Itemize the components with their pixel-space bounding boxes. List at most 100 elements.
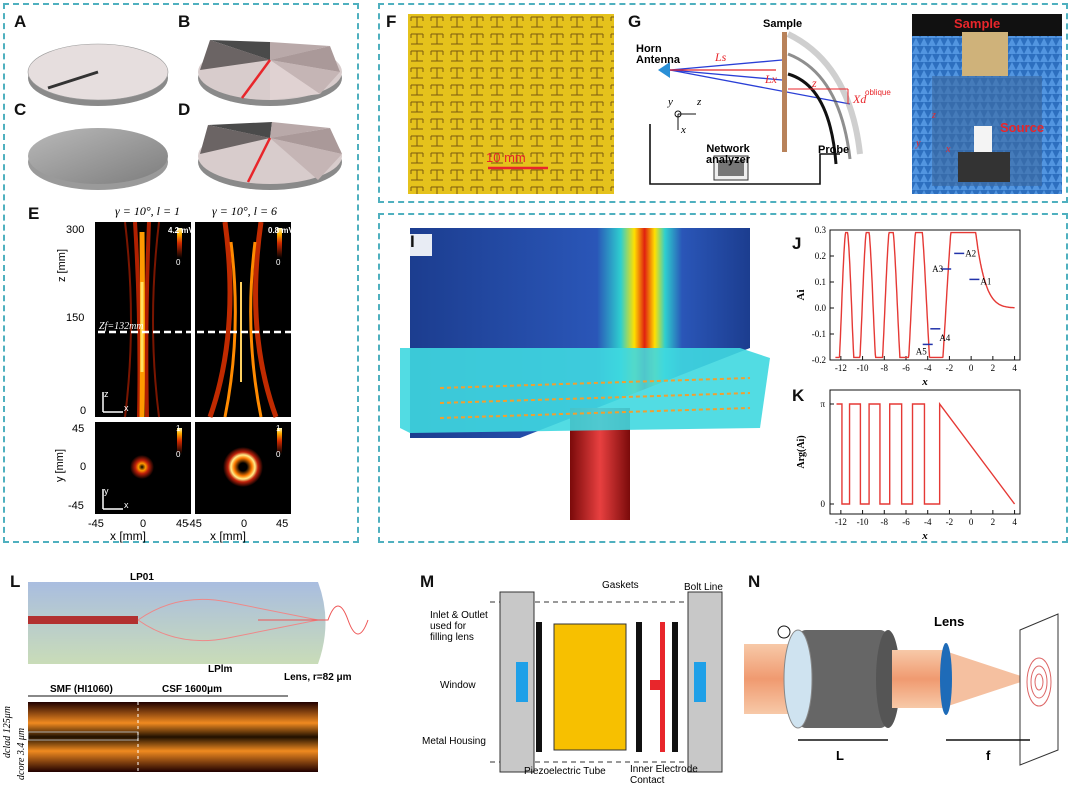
j-ytick-label: 0.0: [815, 303, 827, 313]
label-c: C: [14, 100, 27, 119]
k-ytick-label: π: [820, 399, 825, 409]
j-marker-label: A3: [932, 264, 943, 274]
j-ytick-label: -0.2: [812, 355, 826, 365]
e-x-tick-right-0: 0: [241, 518, 248, 530]
e-y-axis-label: y [mm]: [54, 449, 66, 482]
j-xtick-label: 2: [991, 363, 996, 373]
label-n: N: [748, 572, 761, 591]
plate-d: [198, 122, 342, 190]
l-lens-label: Lens, r=82 μm: [284, 672, 352, 683]
e-x-tick-left-0: 0: [140, 518, 147, 530]
g-z-label: z: [812, 76, 817, 90]
label-e: E: [28, 204, 40, 223]
j-ytick-label: 0.1: [815, 277, 826, 287]
j-ylabel: Ai: [795, 290, 807, 301]
m-tunable-lens-diagram: [490, 591, 723, 773]
g-lx-label: Lx: [765, 72, 777, 86]
g-sample-label: Sample: [763, 18, 803, 30]
k-ylabel: Arg(Ai): [796, 435, 807, 468]
g-network-label: Network analyzer: [706, 143, 751, 166]
k-phase-curve: [836, 401, 1016, 505]
e-x-tick-left-m45: -45: [88, 518, 104, 530]
label-a: A: [14, 12, 27, 31]
e-axis-z: z: [104, 389, 109, 399]
g-axis-x: x: [681, 124, 686, 136]
j-xtick-label: -2: [946, 363, 954, 373]
h-axis-x: x: [946, 144, 951, 155]
j-xtick-label: -12: [835, 363, 847, 373]
m-gaskets-label: Gaskets: [602, 580, 639, 591]
m-piezo-label: Piezoelectric Tube: [524, 766, 606, 777]
k-xtick-label: -2: [946, 517, 954, 527]
l-csf-label: CSF 1600μm: [162, 684, 223, 695]
label-j: J: [792, 234, 802, 253]
n-f-label: f: [986, 748, 991, 763]
e-field-maps: [95, 222, 291, 514]
k-plot-frame: [829, 389, 1021, 515]
e-zf-label: Zf=132mm: [99, 321, 144, 332]
j-xtick-label: -6: [902, 363, 910, 373]
i-airy-beam-render: [400, 228, 770, 520]
e-cbar-small-right-min: 0: [276, 450, 281, 459]
phase-plate-illustrations: [27, 40, 342, 190]
e-title-right: γ = 10°, l = 6: [212, 204, 278, 218]
m-window-label: Window: [440, 680, 476, 691]
j-ytick-label: 0.3: [815, 225, 827, 235]
g-horn-label: Horn Antenna: [636, 43, 680, 66]
h-anechoic-photo: [912, 14, 1062, 194]
j-ai-curve: [835, 231, 1015, 359]
j-xtick-label: 4: [1012, 363, 1017, 373]
l-lp01-label: LP01: [130, 572, 154, 583]
e-x-label-left: x [mm]: [110, 529, 146, 543]
e-z-tick-300: 300: [66, 224, 85, 236]
e-axis-x: x: [124, 403, 129, 413]
l-smf-label: SMF (HI1060): [50, 684, 113, 695]
label-f: F: [386, 12, 397, 31]
k-xlabel: x: [921, 530, 928, 540]
label-g: G: [628, 12, 642, 31]
m-inlet-label: Inlet & Outlet used for filling lens: [430, 610, 488, 643]
k-xtick-label: -10: [857, 517, 869, 527]
l-dclad-label: dclad 125μm: [2, 706, 13, 758]
e-cbar-small-left-min: 0: [176, 450, 181, 459]
m-bolt-label: Bolt Line: [684, 582, 723, 593]
h-axis-y: y: [916, 138, 921, 149]
k-xtick-label: 4: [1012, 517, 1017, 527]
e-y-tick-0: 0: [80, 461, 87, 473]
label-k: K: [792, 386, 805, 405]
label-m: M: [420, 572, 435, 591]
e-cbar-right-max: 0.8 mV: [268, 226, 294, 235]
j-xtick-label: -10: [857, 363, 869, 373]
label-i: I: [410, 232, 415, 251]
e-x-label-right: x [mm]: [210, 529, 246, 543]
e-axis-y: y: [104, 486, 109, 496]
l-dcore-label: dcore 3.4 μm: [16, 727, 27, 780]
e-x-tick-left-45: 45: [176, 518, 189, 530]
g-ls-label: Ls: [715, 50, 727, 64]
j-plot-frame: [829, 229, 1021, 361]
g-oblique-label: oblique: [865, 88, 891, 97]
e-cbar-right-min: 0: [276, 258, 281, 267]
j-marker-label: A2: [965, 248, 976, 258]
e-z-axis-label: z [mm]: [56, 249, 68, 282]
panel-a-e-frame: [3, 3, 359, 543]
plate-b: [198, 40, 342, 106]
j-xtick-label: -4: [924, 363, 932, 373]
k-xtick-label: 0: [969, 517, 974, 527]
e-title-left: γ = 10°, l = 1: [115, 204, 181, 218]
k-xtick-label: -6: [902, 517, 910, 527]
h-sample-label: Sample: [954, 16, 1001, 31]
m-housing-label: Metal Housing: [422, 736, 486, 747]
e-x-tick-right-m45: -45: [186, 518, 202, 530]
j-xtick-label: 0: [969, 363, 974, 373]
g-axis-y: y: [668, 96, 673, 108]
k-xtick-label: -4: [924, 517, 932, 527]
g-setup-diagram: [649, 31, 863, 185]
e-cbar-small-left-max: 1: [176, 424, 181, 433]
e-cbar-left-max: 4.2 mV: [168, 226, 194, 235]
e-x-tick-right-45: 45: [276, 518, 289, 530]
l-lplm-label: LPlm: [208, 664, 233, 675]
plate-c: [28, 128, 168, 190]
